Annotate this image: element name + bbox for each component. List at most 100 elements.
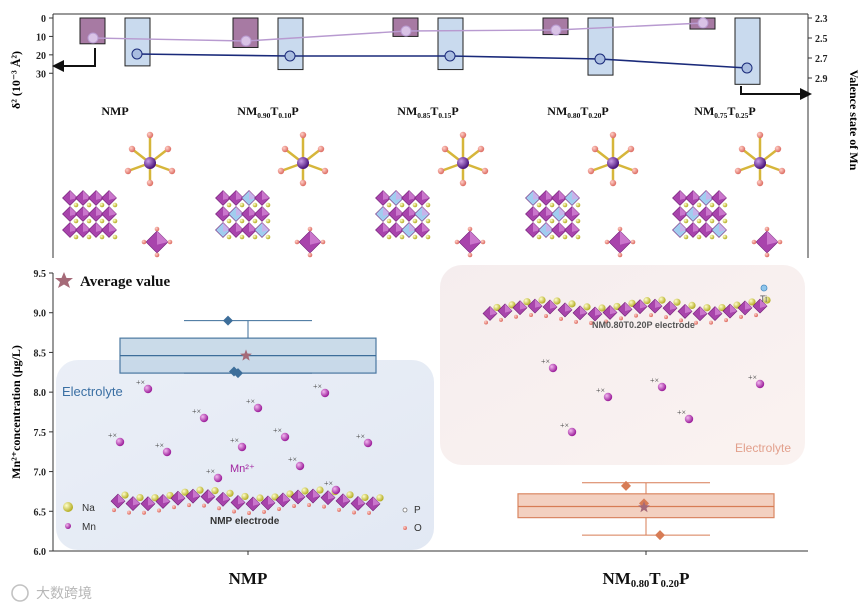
nmt-electrode-graphic: [482, 296, 771, 325]
bottom-y-tick-label: 7.5: [34, 428, 47, 439]
top-right-ticks: 2.32.52.72.9: [808, 14, 828, 85]
valence-point: [444, 50, 456, 62]
oxygen-atom: [454, 239, 460, 245]
na-atom: [696, 202, 702, 208]
octahedron-face: [760, 299, 767, 308]
bottom-y-tick-label: 8.5: [34, 348, 47, 359]
octahedron-face: [358, 496, 365, 506]
na-atom: [536, 202, 542, 208]
oxygen-atom: [499, 317, 503, 322]
oxygen-atom: [467, 252, 473, 258]
na-atom: [252, 234, 258, 240]
na-atom: [226, 202, 232, 208]
valence-point: [131, 48, 143, 60]
valence-point: [697, 17, 709, 29]
na-atom: [239, 202, 245, 208]
top-left-tick-label: 30: [36, 69, 46, 80]
octahedron-face: [262, 190, 270, 200]
na-atom: [386, 234, 392, 240]
na-legend-label: Na: [82, 503, 95, 514]
oxygen-atom: [604, 239, 610, 245]
oxygen-atom: [679, 318, 683, 323]
structure-group: [215, 131, 329, 258]
box-data-point: [233, 368, 243, 379]
na-atom: [536, 234, 542, 240]
octahedron-face: [670, 301, 677, 310]
na-atom: [252, 202, 258, 208]
oxygen-atom: [484, 320, 488, 325]
mn-ions: +×+×+×+×+×+×+×+×+×+×+×+×+×+×+×+×+×+×: [108, 357, 765, 495]
oxygen-atom: [154, 226, 160, 232]
oxygen-atom: [467, 226, 473, 232]
watermark: 大数跨境: [36, 586, 92, 602]
oxygen-atom: [112, 508, 116, 513]
na-atom: [709, 234, 715, 240]
structure-group: [62, 131, 176, 258]
na-atom: [112, 218, 118, 224]
octahedron-face: [238, 495, 245, 505]
electrolyte-panel-right: [440, 265, 805, 465]
na-atom: [136, 493, 144, 502]
octahedron-face: [313, 489, 320, 498]
na-atom: [99, 218, 105, 224]
na-atom: [99, 202, 105, 208]
na-atom: [316, 486, 324, 494]
oxygen-atom: [756, 179, 764, 187]
average-legend-label: Average value: [80, 274, 170, 290]
valence-point: [240, 35, 252, 47]
ion-marker: +×: [288, 455, 297, 464]
oxygen-atom: [142, 510, 146, 515]
ion-marker: +×: [246, 397, 255, 406]
na-atom: [696, 218, 702, 224]
na-atom: [628, 299, 636, 307]
mn-ion: [115, 437, 125, 447]
ion-marker: +×: [136, 378, 145, 387]
top-category-label: NMP: [101, 104, 128, 118]
oxygen-atom: [630, 239, 636, 245]
na-atom: [196, 486, 204, 494]
na-atom: [703, 304, 711, 312]
oxygen-atom: [617, 226, 623, 232]
na-atom: [688, 301, 696, 309]
oxygen-atom: [609, 131, 617, 139]
octahedron-face: [373, 496, 380, 506]
na-atom: [399, 234, 405, 240]
oxygen-atom: [617, 252, 623, 258]
na-atom: [386, 218, 392, 224]
oxygen-atom: [751, 239, 757, 245]
octahedron-face: [422, 190, 430, 200]
mn-ion: [199, 413, 209, 423]
oxygen-atom: [352, 510, 356, 515]
oxygen-atom: [247, 510, 251, 515]
na-atom: [683, 202, 689, 208]
na-atom: [181, 488, 189, 496]
mn-ion: [363, 438, 373, 448]
na-atom: [536, 218, 542, 224]
octahedron-face: [109, 206, 117, 216]
top-left-tick-label: 0: [41, 14, 46, 25]
oxygen-atom: [128, 145, 136, 153]
mn-center-atom: [754, 157, 766, 169]
mn-center-atom: [297, 157, 309, 169]
oxygen-atom: [317, 145, 325, 153]
ion-marker: +×: [650, 376, 659, 385]
p-legend-label: P: [414, 505, 421, 516]
average-marker: [638, 501, 650, 513]
top-left-tick-label: 10: [36, 32, 46, 43]
electrolyte-left-label: Electrolyte: [62, 384, 123, 399]
ion-marker: +×: [541, 357, 550, 366]
octahedron-face: [640, 299, 647, 309]
oxygen-atom: [627, 145, 635, 153]
ion-marker: +×: [324, 479, 333, 488]
octahedron-face: [298, 490, 305, 499]
na-atom: [265, 202, 271, 208]
na-atom: [346, 491, 354, 499]
o-legend-marker: [403, 526, 407, 530]
oxygen-atom: [609, 179, 617, 187]
ion-marker: +×: [206, 467, 215, 476]
top-left-tick-label: 20: [36, 51, 46, 62]
octahedron-face: [572, 206, 580, 216]
oxygen-atom: [307, 503, 311, 508]
arrow-left-head: [52, 60, 64, 72]
na-atom: [549, 202, 555, 208]
